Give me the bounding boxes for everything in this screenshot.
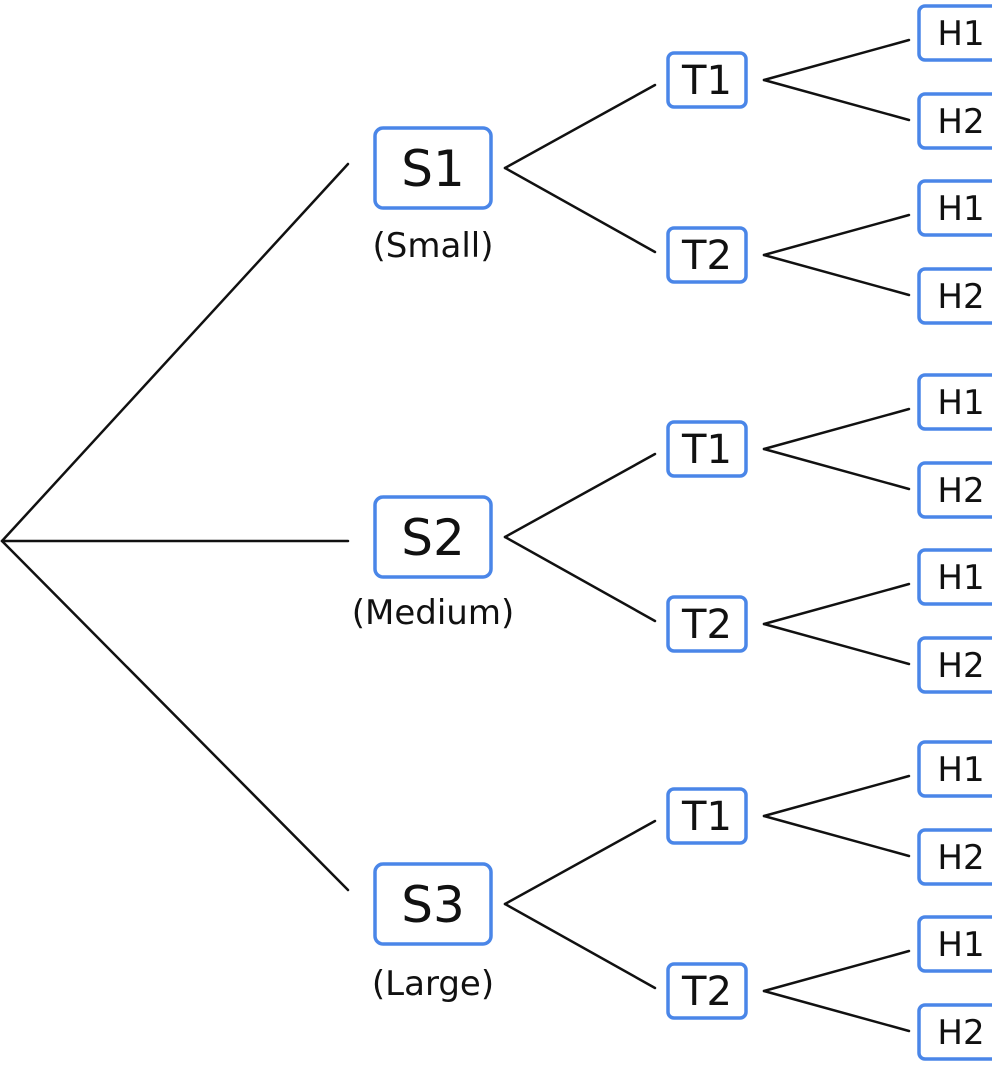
option-node-s1-t1-o1: H1 (917, 4, 992, 62)
option-node-s2-t2-o1: H1 (917, 548, 992, 606)
option-node-s3-t1-o2-box (917, 828, 992, 886)
topping-node-s3-t1-label: T1 (681, 794, 732, 840)
topping-node-s2-t2-label: T2 (681, 602, 732, 648)
option-node-s1-t2-o2: H2 (917, 267, 992, 325)
size-node-2-label: S2 (401, 509, 465, 567)
option-node-s3-t1-o1-box (917, 740, 992, 798)
size-sublabel-1: (Small) (373, 226, 494, 266)
topping-node-s3-t2: T2 (666, 962, 748, 1020)
edge-topping-s2-t2-to-option-1 (762, 582, 911, 626)
option-node-s3-t2-o2-box (917, 1003, 992, 1061)
edge-topping-s1-t2-to-option-1 (762, 213, 911, 257)
option-node-s2-t2-o1-label: H1 (937, 558, 984, 598)
topping-node-s1-t2: T2 (666, 226, 748, 284)
option-node-s1-t1-o2-box (917, 92, 992, 150)
edge-topping-s2-t1-to-option-1 (762, 407, 911, 451)
option-node-s3-t1-o2-label: H2 (937, 838, 984, 878)
option-node-s2-t2-o2-label: H2 (937, 646, 984, 686)
edge-topping-s3-t1-to-option-1 (762, 774, 911, 818)
topping-node-s2-t1-box (666, 420, 748, 478)
size-node-2-box (373, 495, 493, 579)
option-node-s2-t1-o1: H1 (917, 373, 992, 431)
option-node-s1-t1-o1-box (917, 4, 992, 62)
topping-node-s2-t2-box (666, 595, 748, 653)
topping-node-s3-t2-label: T2 (681, 969, 732, 1015)
option-node-s1-t2-o1: H1 (917, 179, 992, 237)
size-sublabel-3: (Large) (372, 964, 494, 1004)
size-node-1-label: S1 (401, 140, 465, 198)
topping-node-s3-t1-box (666, 787, 748, 845)
option-node-s1-t1-o2-label: H2 (937, 102, 984, 142)
topping-node-s1-t2-box (666, 226, 748, 284)
option-node-s1-t2-o2-box (917, 267, 992, 325)
size-node-2: S2 (373, 495, 493, 579)
option-node-s3-t2-o1: H1 (917, 915, 992, 973)
topping-node-s3-t1: T1 (666, 787, 748, 845)
option-node-s3-t1-o1-label: H1 (937, 750, 984, 790)
option-node-s3-t1-o2: H2 (917, 828, 992, 886)
topping-node-s1-t1: T1 (666, 51, 748, 109)
edge-topping-s3-t2-to-option-2 (762, 989, 911, 1033)
topping-node-s2-t1-label: T1 (681, 427, 732, 473)
option-node-s1-t2-o1-label: H1 (937, 189, 984, 229)
edge-root-to-size-1 (0, 162, 350, 543)
edge-root-to-size-3 (0, 539, 350, 892)
edge-topping-s1-t1-to-option-1 (762, 38, 911, 82)
size-node-3-label: S3 (401, 876, 465, 934)
option-node-s2-t2-o2: H2 (917, 636, 992, 694)
option-node-s1-t2-o1-box (917, 179, 992, 237)
edge-topping-s2-t2-to-option-2 (762, 622, 911, 666)
edge-size-1-to-topping-1 (503, 83, 657, 170)
option-node-s3-t2-o2-label: H2 (937, 1013, 984, 1053)
option-node-s1-t2-o2-label: H2 (937, 277, 984, 317)
size-sublabel-2: (Medium) (352, 593, 514, 633)
option-node-s2-t1-o2-box (917, 461, 992, 519)
tree-nodes: S1(Small)T1H1H2T2H1H2S2(Medium)T1H1H2T2H… (352, 4, 992, 1061)
size-node-1: S1 (373, 126, 493, 210)
edge-size-2-to-topping-2 (503, 535, 657, 623)
edge-topping-s1-t2-to-option-2 (762, 253, 911, 297)
edge-size-2-to-topping-1 (503, 452, 657, 539)
edge-topping-s3-t1-to-option-2 (762, 814, 911, 858)
topping-node-s2-t2: T2 (666, 595, 748, 653)
edge-size-1-to-topping-2 (503, 166, 657, 254)
topping-node-s2-t1: T1 (666, 420, 748, 478)
topping-node-s1-t1-box (666, 51, 748, 109)
option-node-s2-t2-o1-box (917, 548, 992, 606)
edge-topping-s3-t2-to-option-1 (762, 949, 911, 993)
tree-edges (0, 38, 911, 1033)
option-node-s1-t1-o2: H2 (917, 92, 992, 150)
option-node-s1-t1-o1-label: H1 (937, 14, 984, 54)
option-node-s2-t1-o1-box (917, 373, 992, 431)
size-node-3: S3 (373, 862, 493, 946)
topping-node-s3-t2-box (666, 962, 748, 1020)
topping-node-s1-t1-label: T1 (681, 58, 732, 104)
option-node-s3-t2-o1-box (917, 915, 992, 973)
option-node-s2-t1-o2-label: H2 (937, 471, 984, 511)
option-node-s3-t2-o2: H2 (917, 1003, 992, 1061)
edge-topping-s2-t1-to-option-2 (762, 447, 911, 491)
edge-size-3-to-topping-1 (503, 819, 657, 906)
option-node-s3-t2-o1-label: H1 (937, 925, 984, 965)
option-node-s3-t1-o1: H1 (917, 740, 992, 798)
size-node-3-box (373, 862, 493, 946)
option-node-s2-t2-o2-box (917, 636, 992, 694)
size-node-1-box (373, 126, 493, 210)
edge-topping-s1-t1-to-option-2 (762, 78, 911, 122)
edge-size-3-to-topping-2 (503, 902, 657, 990)
option-node-s2-t1-o2: H2 (917, 461, 992, 519)
topping-node-s1-t2-label: T2 (681, 233, 732, 279)
option-node-s2-t1-o1-label: H1 (937, 383, 984, 423)
